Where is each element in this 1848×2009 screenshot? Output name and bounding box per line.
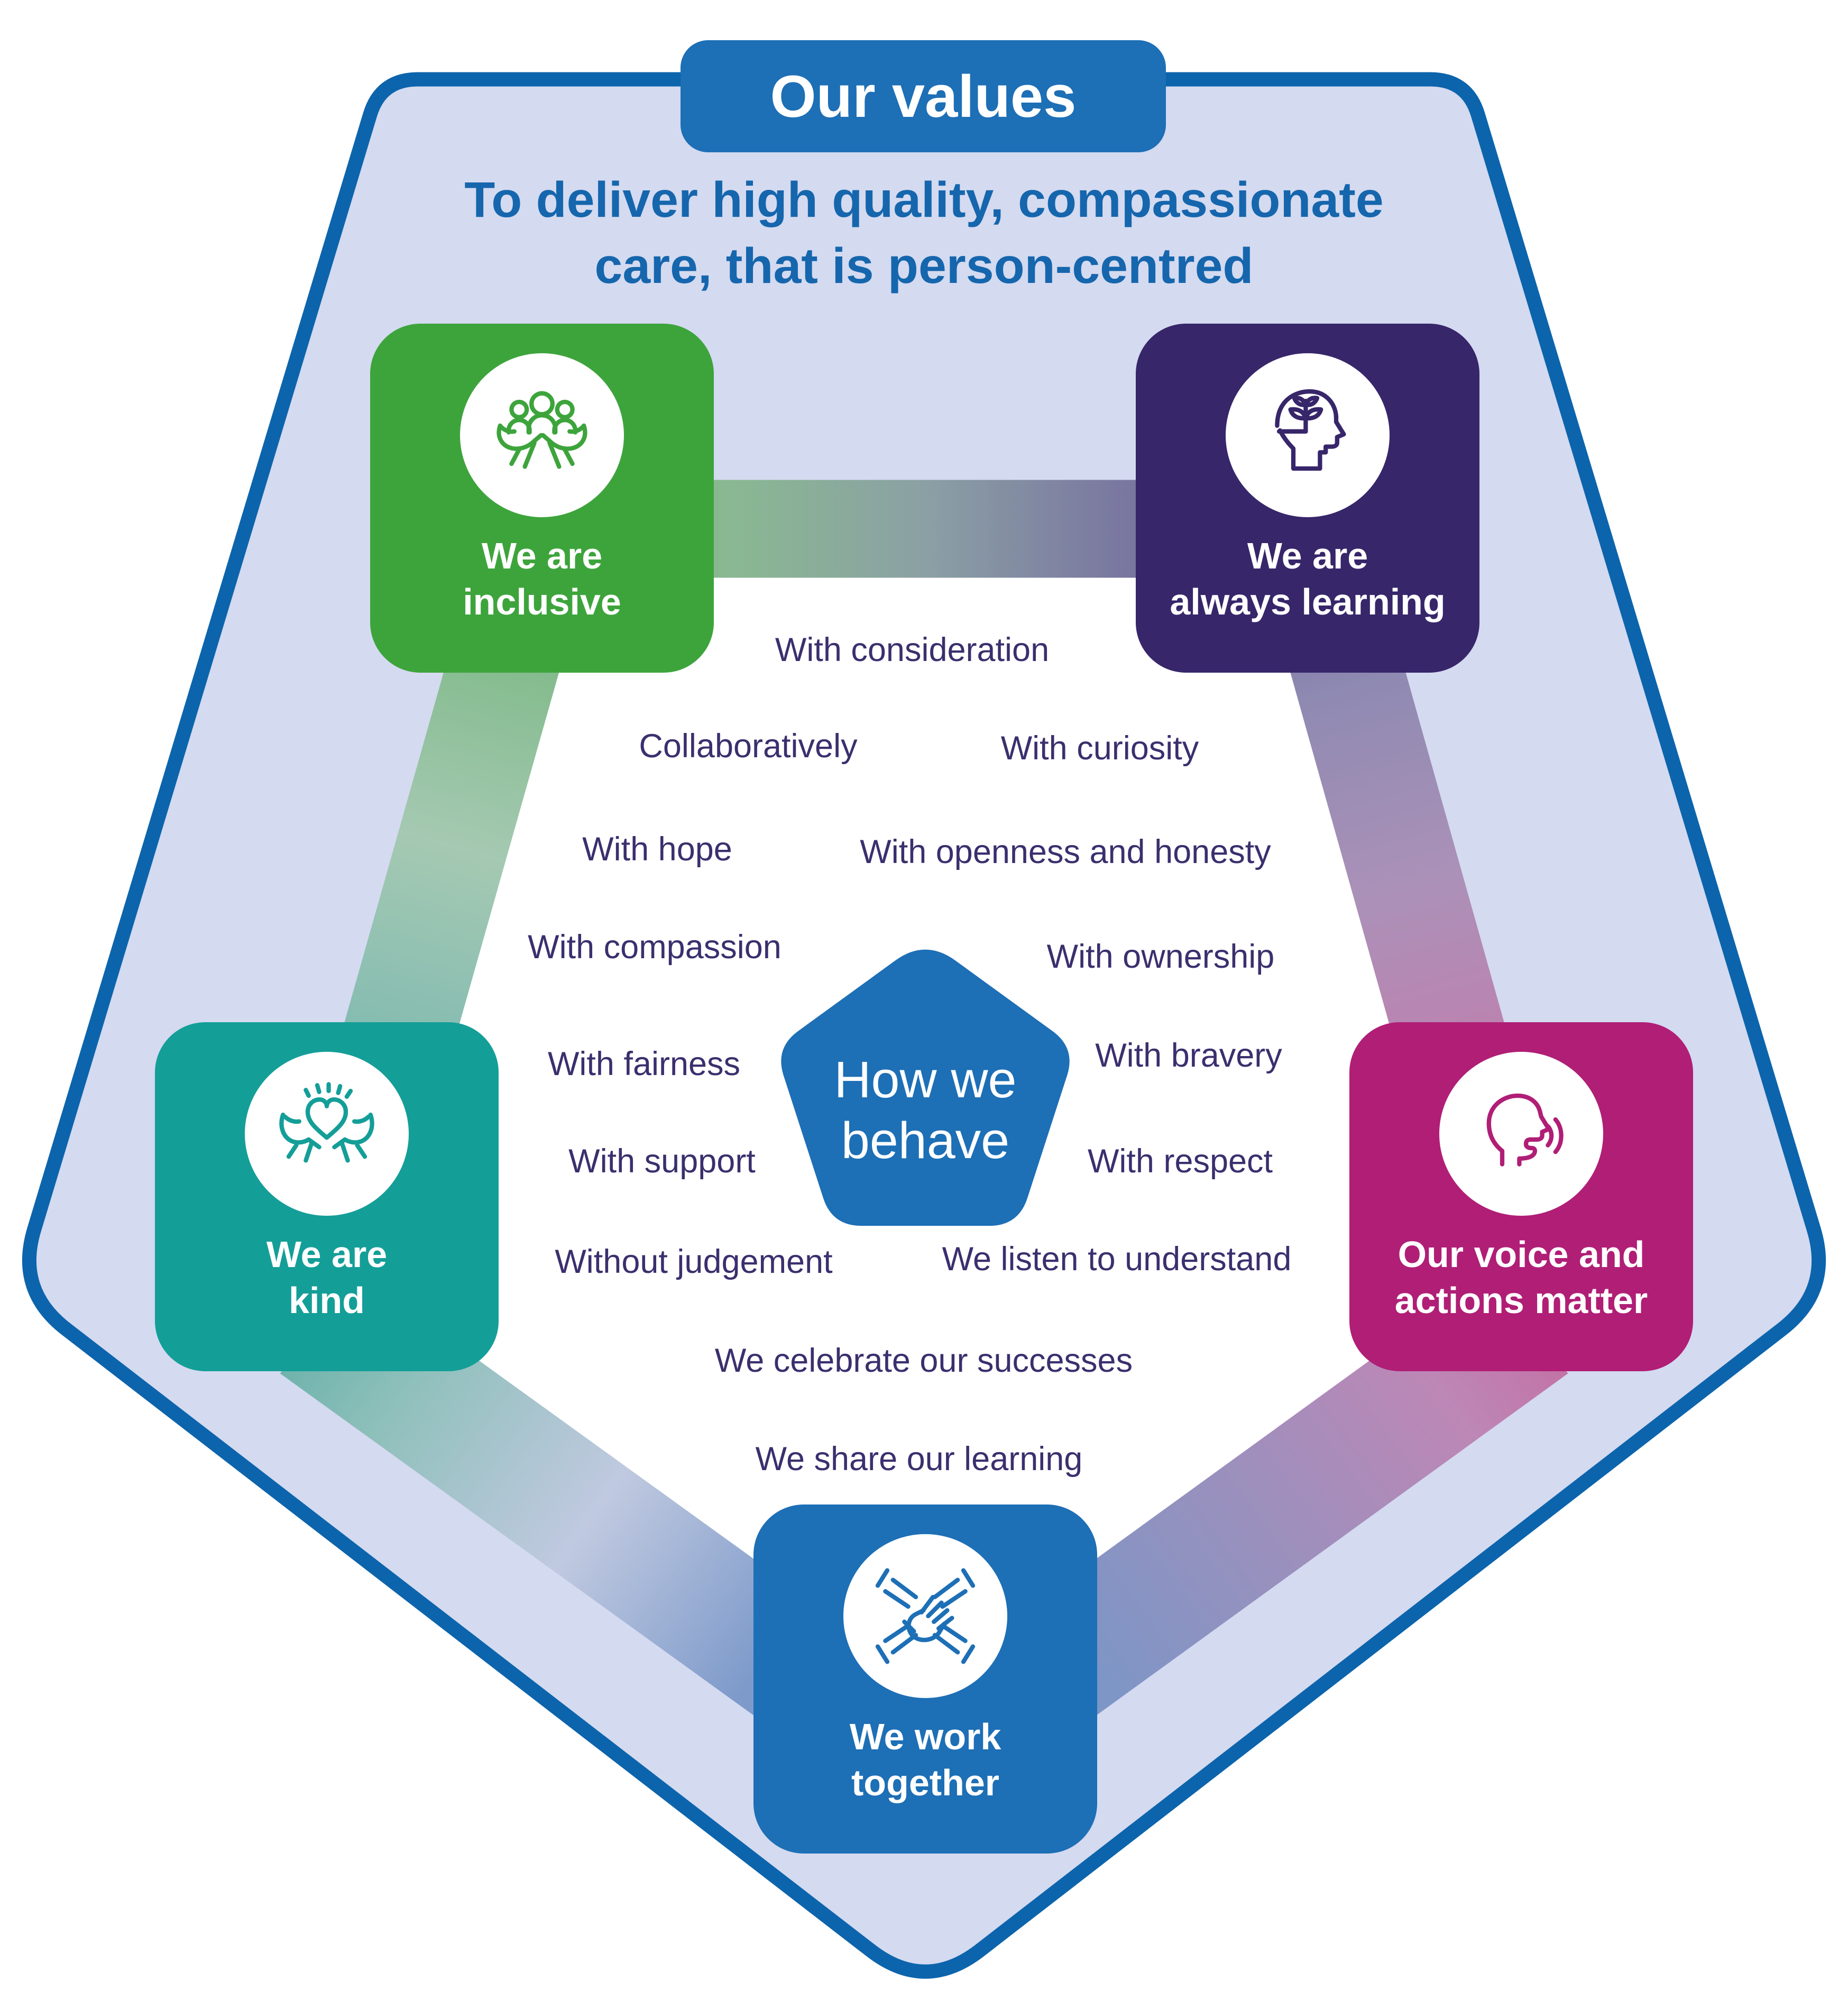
- value-card-work-together: We work together: [753, 1505, 1097, 1854]
- behaviour-text: Without judgement: [555, 1243, 833, 1280]
- icon-circle: [460, 353, 624, 517]
- head-plant-icon: [1275, 389, 1346, 471]
- subtitle: To deliver high quality, compassionate c…: [0, 167, 1848, 300]
- behaviour-text: We celebrate our successes: [715, 1342, 1133, 1379]
- value-label: We are inclusive: [463, 535, 621, 622]
- value-card-always-learning: We are always learning: [1136, 324, 1479, 673]
- behaviour-text: With curiosity: [1001, 730, 1199, 767]
- center-pentagon-line2: behave: [841, 1112, 1009, 1169]
- value-card-inclusive: We are inclusive: [370, 324, 714, 673]
- subtitle-line2: care, that is person-centred: [594, 238, 1254, 295]
- behaviour-text: We share our learning: [756, 1441, 1083, 1478]
- center-pentagon-line1: How we: [834, 1051, 1017, 1108]
- behaviour-text: Collaboratively: [639, 728, 858, 765]
- behaviour-text: With ownership: [1047, 938, 1275, 975]
- behaviour-text: We listen to understand: [942, 1241, 1292, 1278]
- icon-circle: [1226, 353, 1390, 517]
- people-in-hands-icon: [497, 391, 587, 469]
- value-card-voice-actions: Our voice and actions matter: [1349, 1022, 1693, 1371]
- value-card-kind: We are kind: [155, 1022, 499, 1371]
- value-label: We work together: [849, 1716, 1001, 1803]
- icon-circle: [245, 1052, 409, 1216]
- icon-circle: [1439, 1052, 1603, 1216]
- value-label: We are always learning: [1170, 535, 1446, 622]
- hands-heart-icon: [279, 1082, 374, 1163]
- behaviour-text: With respect: [1088, 1143, 1273, 1180]
- behaviour-text: With hope: [582, 831, 732, 868]
- behaviour-text: With openness and honesty: [860, 833, 1271, 870]
- behaviour-text: With fairness: [548, 1045, 740, 1083]
- speaking-head-icon: [1486, 1093, 1564, 1167]
- value-label: Our voice and actions matter: [1394, 1234, 1648, 1321]
- behaviour-text: With compassion: [528, 929, 782, 966]
- behaviour-text: With support: [568, 1143, 756, 1180]
- how-we-behave-pentagon: [781, 949, 1070, 1226]
- icon-circle: [843, 1534, 1007, 1698]
- title-banner: Our values: [681, 40, 1166, 152]
- page-title: Our values: [770, 63, 1077, 130]
- behaviour-text: With consideration: [775, 631, 1049, 668]
- value-label: We are kind: [266, 1234, 388, 1321]
- subtitle-line1: To deliver high quality, compassionate: [464, 172, 1384, 228]
- stacked-hands-icon: [875, 1568, 976, 1664]
- behaviour-text: With bravery: [1095, 1037, 1282, 1074]
